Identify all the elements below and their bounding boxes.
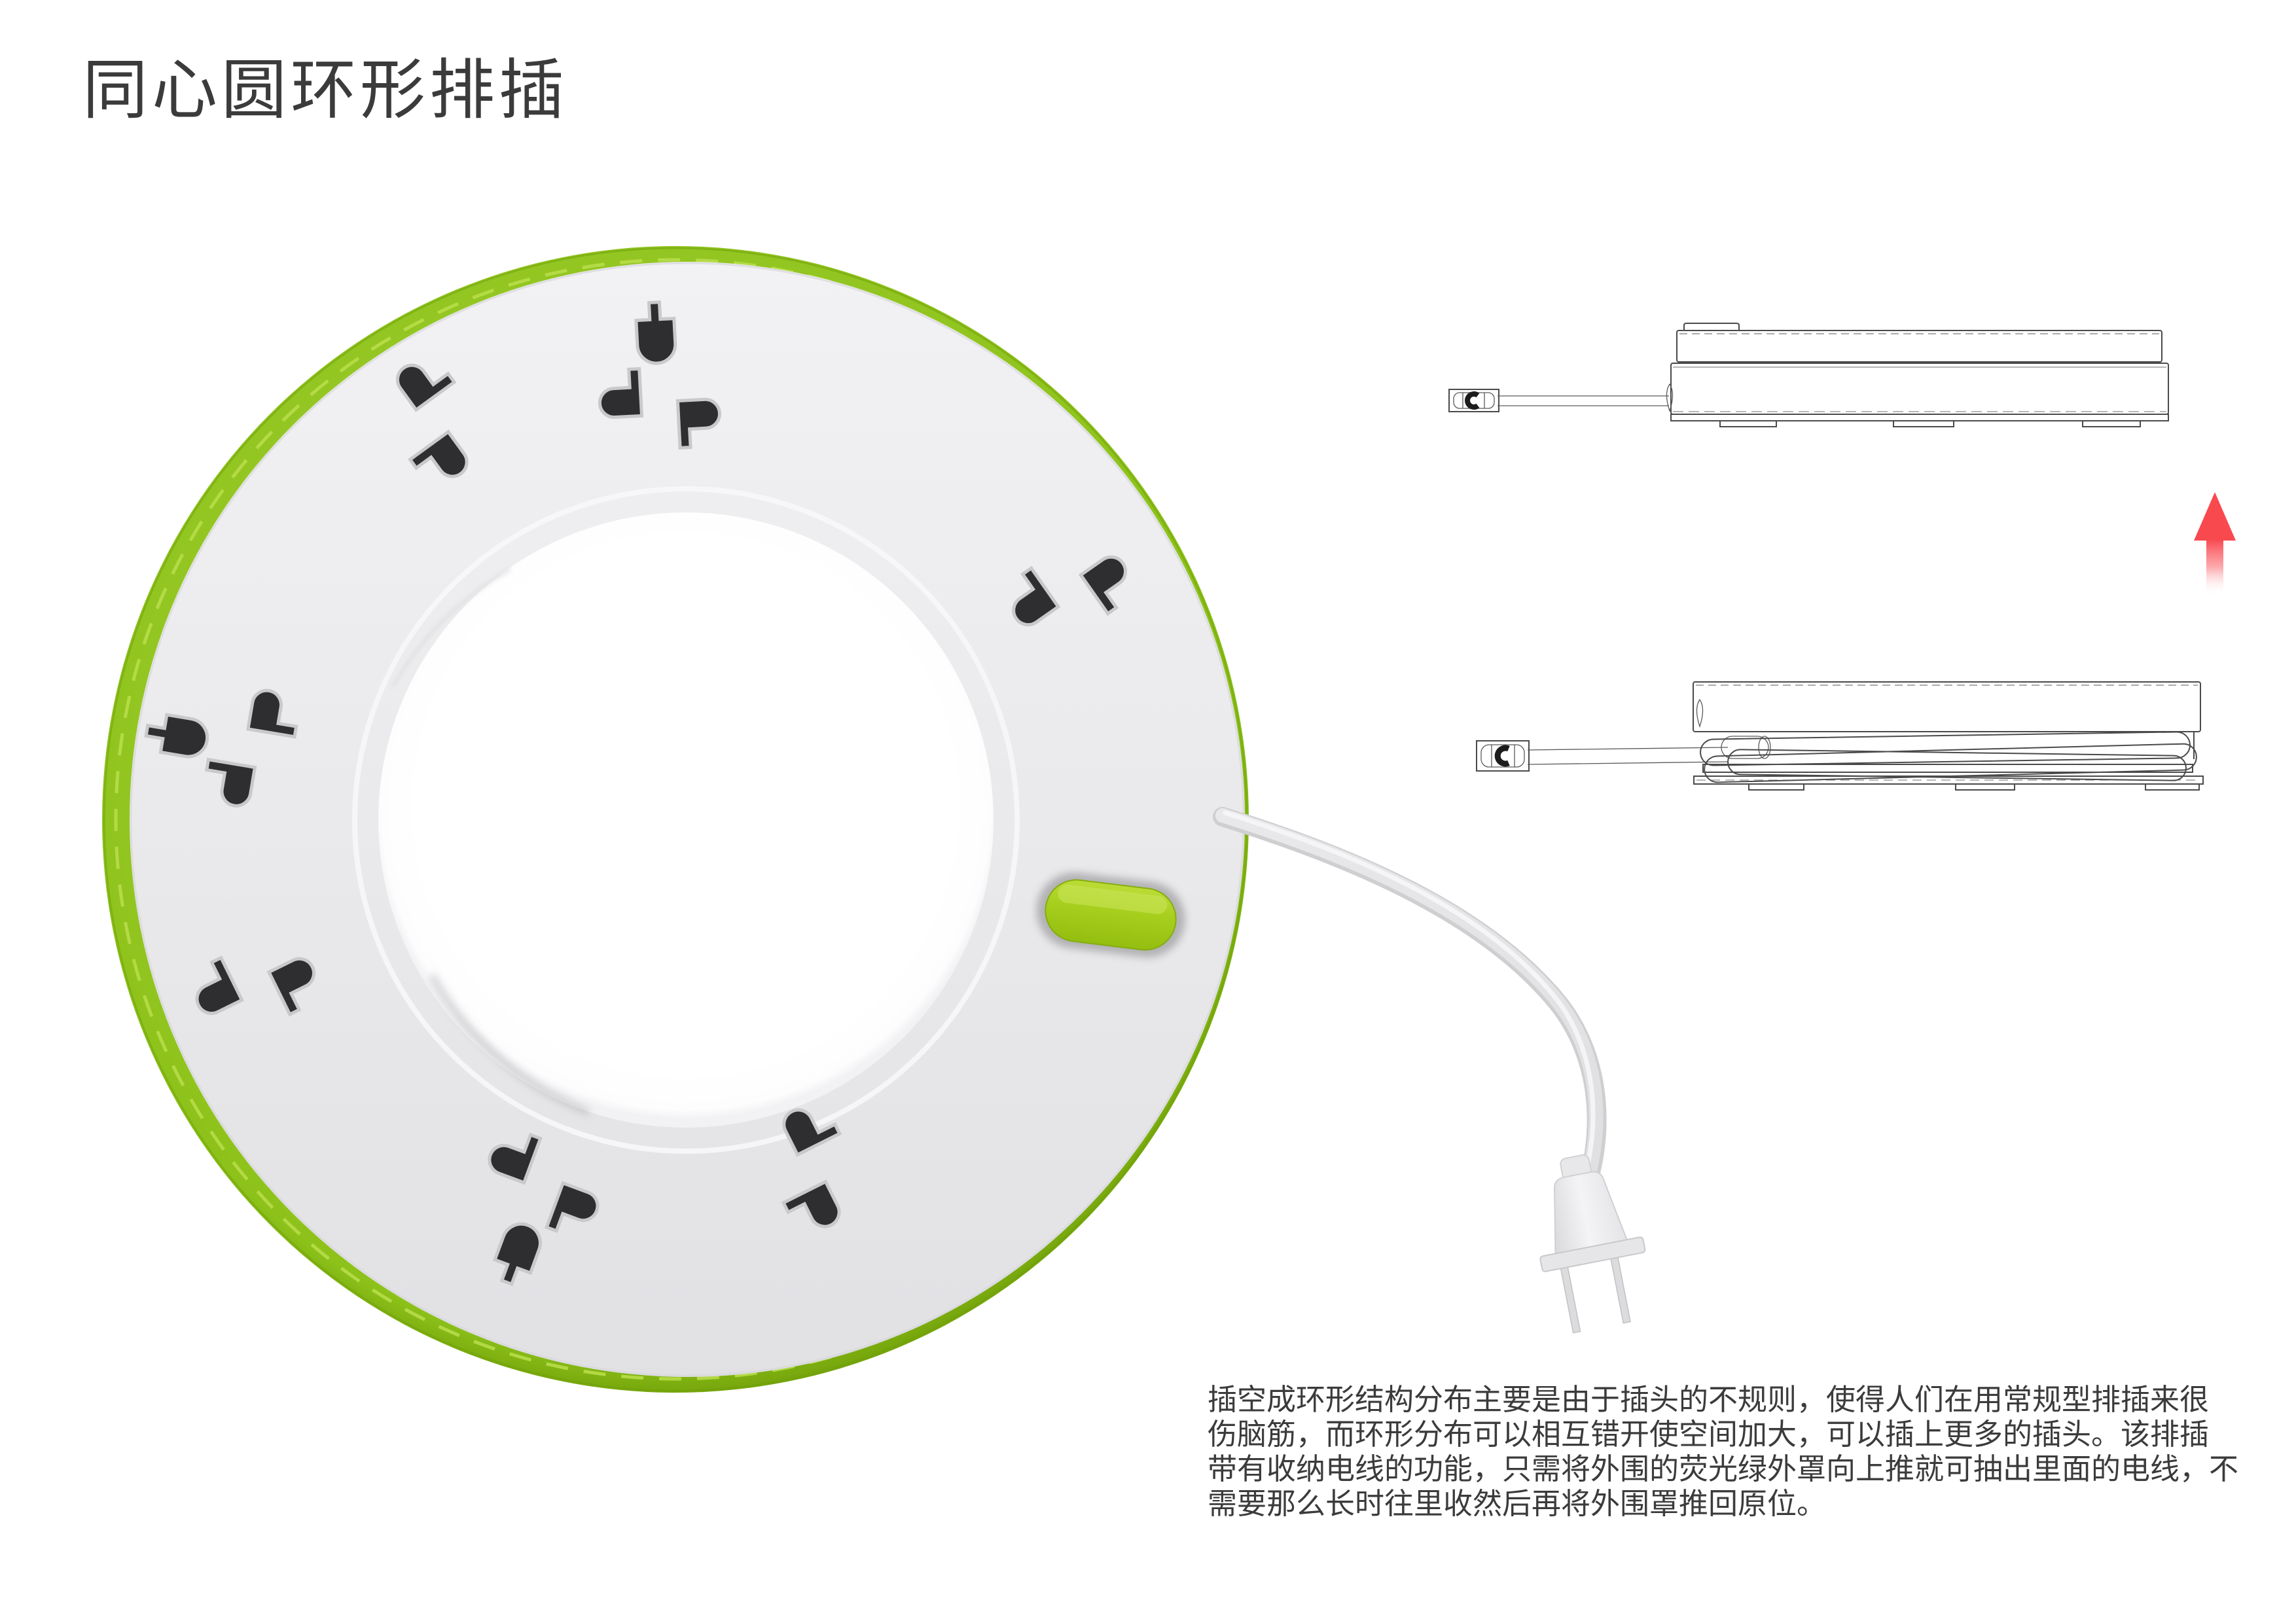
description-paragraph: 插空成环形结构分布主要是由于插头的不规则，使得人们在用常规型排插来很 伤脑筋，而… xyxy=(1208,1382,2296,1521)
drawing-cover-closed xyxy=(1693,681,2201,759)
plug-body xyxy=(1554,1171,1628,1256)
drawing-raised-cover xyxy=(1676,323,2162,363)
push-up-arrow-icon xyxy=(2194,492,2236,594)
drawing-plug-icon xyxy=(1448,389,1499,412)
ring-center-hole xyxy=(378,512,994,1128)
power-plug xyxy=(1539,1154,1646,1334)
drawing-cord xyxy=(1498,395,1669,406)
power-cord xyxy=(1213,807,1607,1204)
drawing-plug-icon-2 xyxy=(1476,740,1530,772)
description-line: 带有收纳电线的功能，只需将外围的荧光绿外罩向上推就可抽出里面的电线，不 xyxy=(1208,1452,2239,1486)
description-line: 插空成环形结构分布主要是由于插头的不规则，使得人们在用常规型排插来很 xyxy=(1208,1383,2210,1416)
drawing-cord-2 xyxy=(1527,747,1729,765)
plug-pin-left xyxy=(1560,1265,1581,1334)
drawing-cord-coil xyxy=(1700,731,2197,783)
drawing-base-body xyxy=(1666,363,2169,427)
side-view-cover-raised xyxy=(1448,323,2169,427)
ring-power-strip xyxy=(102,246,1249,1393)
plug-flange xyxy=(1539,1236,1646,1272)
slide-button xyxy=(1036,872,1185,957)
description-line: 需要那么长时往里收然后再将外围罩推回原位。 xyxy=(1208,1487,1827,1520)
side-view-coiled-cord xyxy=(1476,681,2204,791)
drawing-base-2 xyxy=(1693,764,2204,791)
page-title: 同心圆环形排插 xyxy=(82,54,568,127)
plug-pin-right xyxy=(1609,1255,1631,1324)
description-line: 伤脑筋，而环形分布可以相互错开使空间加大，可以插上更多的插头。该排插 xyxy=(1208,1418,2210,1451)
